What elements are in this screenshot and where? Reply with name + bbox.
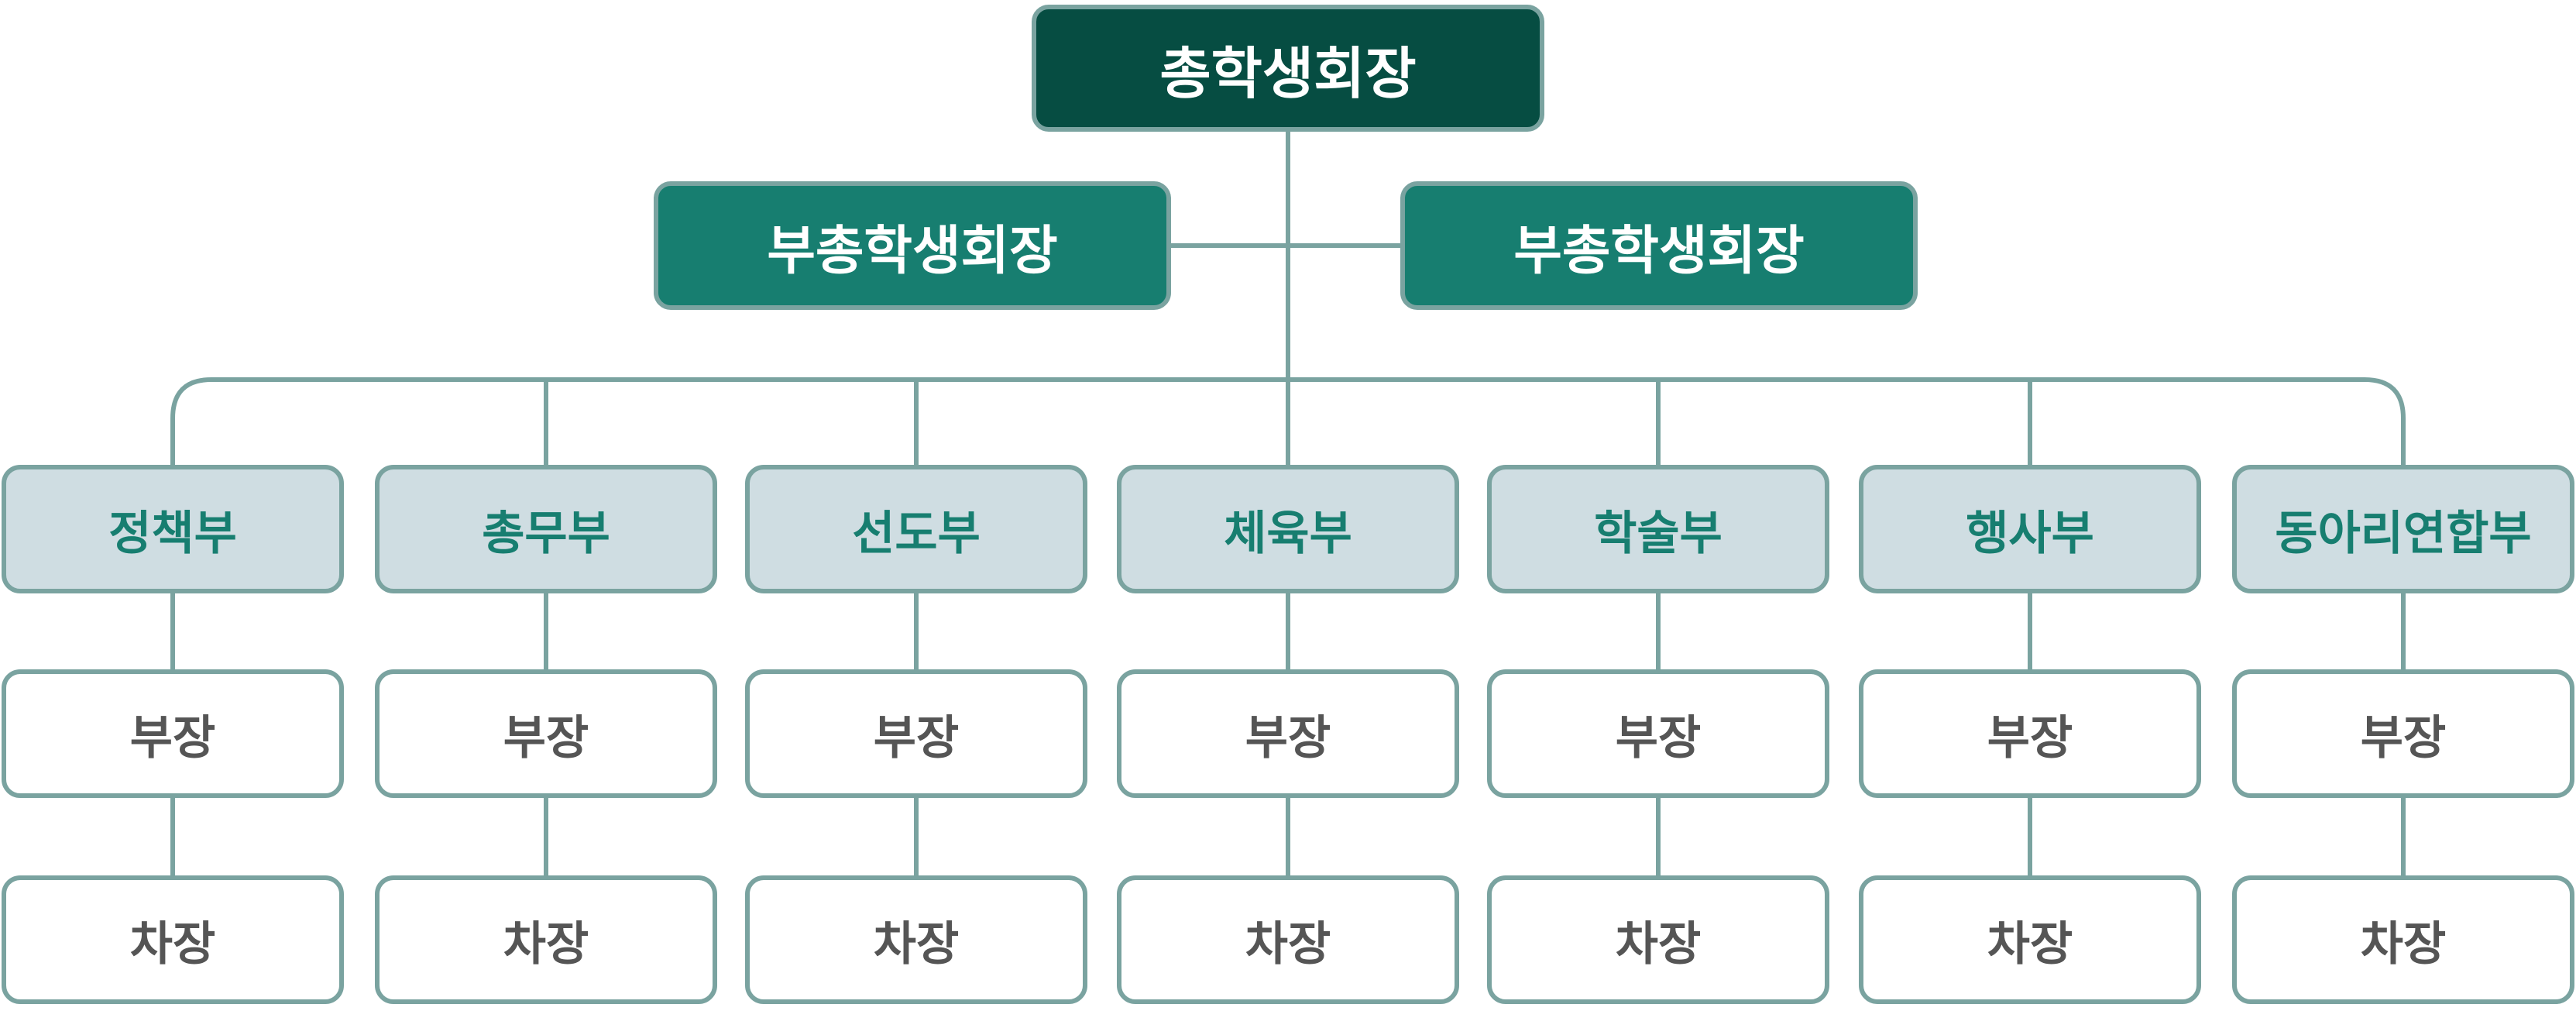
dept-discipline-head-box: 부장 — [745, 669, 1087, 798]
dept-club-union-deputy-box: 차장 — [2232, 875, 2574, 1004]
dept-academic-box: 학술부 — [1487, 465, 1829, 593]
dept-events-box: 행사부 — [1859, 465, 2201, 593]
dept-academic-head-box: 부장 — [1487, 669, 1829, 798]
dept-general-affairs-deputy-box: 차장 — [375, 875, 717, 1004]
dept-sports-box: 체육부 — [1117, 465, 1459, 593]
dept-events-head-box: 부장 — [1859, 669, 2201, 798]
dept-events-deputy-box: 차장 — [1859, 875, 2201, 1004]
dept-policy-head-box: 부장 — [2, 669, 344, 798]
dept-discipline-box: 선도부 — [745, 465, 1087, 593]
vice-president-right-box: 부총학생회장 — [1400, 181, 1918, 310]
dept-sports-deputy-box: 차장 — [1117, 875, 1459, 1004]
dept-sports-head-box: 부장 — [1117, 669, 1459, 798]
dept-club-union-head-box: 부장 — [2232, 669, 2574, 798]
dept-discipline-deputy-box: 차장 — [745, 875, 1087, 1004]
dept-general-affairs-head-box: 부장 — [375, 669, 717, 798]
dept-policy-box: 정책부 — [2, 465, 344, 593]
dept-club-union-box: 동아리연합부 — [2232, 465, 2574, 593]
dept-academic-deputy-box: 차장 — [1487, 875, 1829, 1004]
dept-policy-deputy-box: 차장 — [2, 875, 344, 1004]
president-box: 총학생회장 — [1032, 5, 1544, 132]
dept-general-affairs-box: 총무부 — [375, 465, 717, 593]
vice-president-left-box: 부총학생회장 — [654, 181, 1171, 310]
